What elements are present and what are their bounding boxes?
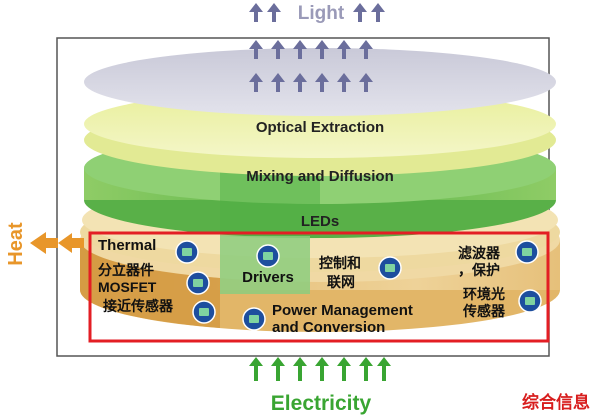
electricity-arrow (315, 357, 329, 381)
component-badges (175, 240, 542, 331)
electricity-arrow (377, 357, 391, 381)
light-arrow (359, 40, 373, 59)
power-management-label-1: Power Management (272, 302, 413, 319)
chip-badge-icon (192, 300, 216, 324)
proximity-sensor-label: 接近传感器 (103, 298, 174, 314)
light-arrow (293, 40, 307, 59)
chip-badge-icon (378, 256, 402, 280)
light-arrow (337, 73, 351, 92)
power-management-label-2: and Conversion (272, 319, 385, 336)
heat-label: Heat (5, 222, 27, 266)
control-networking-label-1: 控制和 (319, 255, 361, 271)
light-arrow (271, 73, 285, 92)
ambient-light-sensor-label-1: 环境光 (463, 286, 505, 302)
light-arrows (249, 3, 385, 92)
chip-badge-icon (515, 240, 539, 264)
leds-label: LEDs (301, 213, 339, 230)
chip-badge-icon (518, 289, 542, 313)
chip-badge-icon (256, 244, 280, 268)
mosfet-label: MOSFET (98, 279, 157, 295)
electricity-arrow (359, 357, 373, 381)
electricity-arrow (271, 357, 285, 381)
control-networking-label-2: 联网 (327, 274, 355, 290)
light-arrow (371, 3, 385, 22)
light-arrow (271, 40, 285, 59)
electricity-arrow (337, 357, 351, 381)
ambient-light-sensor-label-2: 传感器 (462, 303, 506, 319)
electricity-arrow (293, 357, 307, 381)
thermal-label: Thermal (98, 237, 156, 254)
light-arrow (249, 73, 263, 92)
electricity-arrows (249, 357, 391, 381)
light-arrow (315, 40, 329, 59)
light-arrow (293, 73, 307, 92)
light-arrow (337, 40, 351, 59)
light-arrow (249, 3, 263, 22)
chip-badge-icon (175, 240, 199, 264)
light-arrow (249, 40, 263, 59)
chip-badge-icon (242, 307, 266, 331)
filter-label-1: 滤波器 (458, 245, 501, 261)
heat-arrows (30, 232, 84, 254)
filter-label-2: ，保护 (458, 262, 500, 278)
watermark: 综合信息 (522, 392, 590, 412)
light-label: Light (298, 3, 345, 24)
electricity-label: Electricity (271, 392, 372, 415)
light-arrow (359, 73, 373, 92)
discrete-devices-label: 分立器件 (98, 262, 154, 278)
chip-badge-icon (186, 271, 210, 295)
light-arrow (315, 73, 329, 92)
optical-extraction-label: Optical Extraction (256, 119, 384, 136)
electricity-arrow (249, 357, 263, 381)
mixing-diffusion-label: Mixing and Diffusion (246, 168, 394, 185)
drivers-label: Drivers (242, 269, 294, 286)
highlight-box (88, 231, 550, 343)
light-arrow (353, 3, 367, 22)
light-arrow (267, 3, 281, 22)
